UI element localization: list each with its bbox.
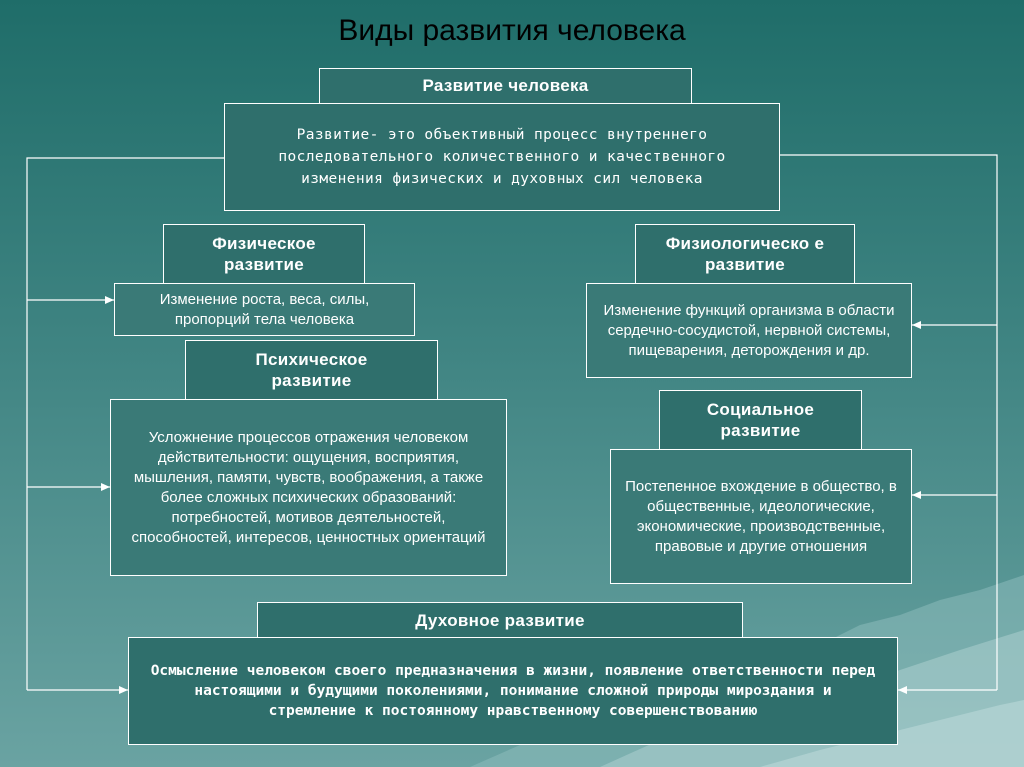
definition-box: Развитие- это объективный процесс внутре… <box>224 103 780 211</box>
spiritual-body: Осмысление человеком своего предназначен… <box>150 663 876 719</box>
physical-header: Физическое развитие <box>212 234 316 274</box>
spiritual-header-box: Духовное развитие <box>257 602 743 638</box>
spiritual-body-box: Осмысление человеком своего предназначен… <box>128 637 898 745</box>
physiological-body-box: Изменение функций организма в области се… <box>586 283 912 378</box>
social-body: Постепенное вхождение в общество, в обще… <box>625 477 897 555</box>
physical-header-box: Физическое развитие <box>163 224 365 284</box>
right-connector-line <box>780 154 998 690</box>
root-header: Развитие человека <box>422 75 589 95</box>
page-title: Виды развития человека <box>338 14 686 47</box>
psychic-header-box: Психическое развитие <box>185 340 438 400</box>
physical-body: Изменение роста, веса, силы, пропорций т… <box>159 290 370 328</box>
psychic-header: Психическое развитие <box>255 350 368 390</box>
definition-text: Развитие- это объективный процесс внутре… <box>278 127 726 187</box>
left-connector-line <box>26 157 224 690</box>
root-header-box: Развитие человека <box>319 68 692 104</box>
physiological-header: Физиологическо е развитие <box>665 234 825 274</box>
psychic-body: Усложнение процессов отражения человеком… <box>131 428 486 546</box>
psychic-body-box: Усложнение процессов отражения человеком… <box>110 399 507 576</box>
physical-body-box: Изменение роста, веса, силы, пропорций т… <box>114 283 415 336</box>
social-header: Социальное развитие <box>706 400 815 440</box>
social-header-box: Социальное развитие <box>659 390 862 450</box>
physiological-body: Изменение функций организма в области се… <box>603 301 895 359</box>
physiological-header-box: Физиологическо е развитие <box>635 224 855 284</box>
spiritual-header: Духовное развитие <box>415 610 585 630</box>
social-body-box: Постепенное вхождение в общество, в обще… <box>610 449 912 584</box>
